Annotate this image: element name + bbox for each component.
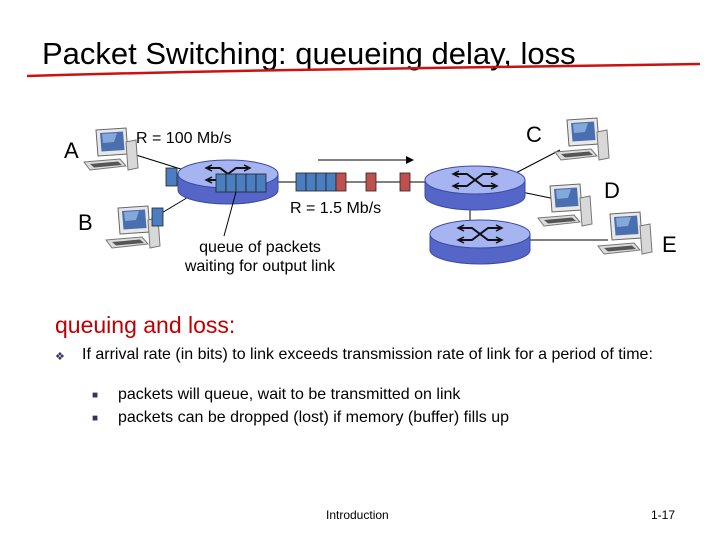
queue-label-line2: waiting for output link — [184, 258, 336, 275]
host-b-label: B — [78, 210, 93, 235]
packet — [165, 167, 178, 187]
queue-label: queue of packets waiting for output link — [160, 238, 360, 276]
packet — [151, 207, 164, 227]
desktop-computer-icon — [597, 211, 653, 255]
link-router-c — [509, 149, 561, 177]
square-bullet-icon: ■ — [92, 413, 99, 424]
packet-queue — [215, 173, 267, 193]
square-bullet-icon: ■ — [92, 390, 99, 401]
bullet-text: If arrival rate (in bits) to link exceed… — [82, 346, 653, 363]
desktop-computer-icon — [554, 117, 610, 161]
desktop-computer-icon — [537, 183, 593, 227]
section-heading: queuing and loss: — [55, 312, 236, 338]
footer-center: Introduction — [326, 508, 389, 522]
subitem-2: packets can be dropped (lost) if memory … — [118, 409, 509, 426]
slide-number: 1-17 — [651, 508, 676, 522]
diamond-bullet-icon: ❖ — [55, 351, 65, 363]
subitem-1: packets will queue, wait to be transmitt… — [118, 386, 461, 403]
slide-title: Packet Switching: queueing delay, loss — [42, 36, 576, 71]
title-underline — [26, 62, 701, 78]
queue-pointer — [223, 191, 237, 237]
link-rate-in: R = 100 Mb/s — [136, 130, 232, 147]
packets-on-link — [295, 172, 411, 192]
host-c-label: C — [526, 122, 542, 147]
host-e-label: E — [662, 232, 677, 257]
router-icon — [429, 219, 531, 265]
desktop-computer-icon — [83, 127, 139, 171]
link-rate-out: R = 1.5 Mb/s — [290, 200, 382, 217]
queue-label-line1: queue of packets — [199, 239, 321, 256]
host-a-label: A — [64, 138, 79, 163]
host-d-label: D — [604, 178, 620, 203]
router-icon — [424, 165, 526, 211]
